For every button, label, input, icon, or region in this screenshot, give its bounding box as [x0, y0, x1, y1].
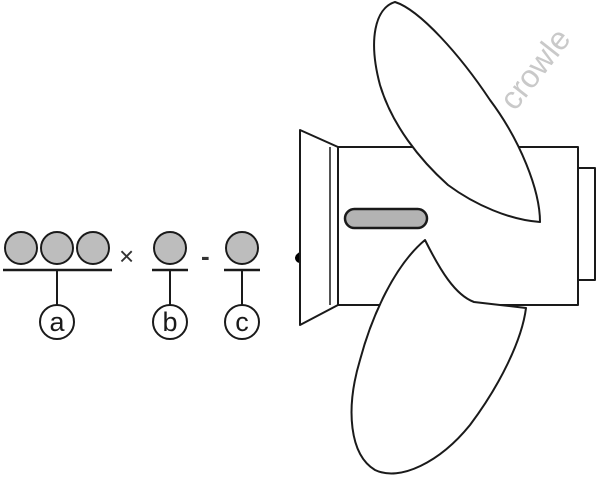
watermark-text: crowle — [492, 21, 577, 116]
callout-b: b — [152, 304, 188, 340]
callout-circle — [152, 304, 188, 340]
digit-circles-b — [152, 231, 188, 305]
digit-circle — [40, 231, 74, 265]
digit-circles-a — [3, 231, 112, 305]
separator-symbol: - — [201, 241, 210, 271]
code-legend: × - a b c — [3, 231, 260, 340]
propeller-front-cone — [299, 129, 339, 326]
callout-label-b: b — [162, 307, 177, 337]
digit-circle — [153, 231, 187, 265]
digit-circle — [4, 231, 38, 265]
code-slot — [343, 207, 429, 230]
callout-a: a — [39, 304, 75, 340]
callout-c: c — [224, 304, 260, 340]
propeller-blade-lower — [350, 239, 527, 475]
propeller-icon — [299, 1, 596, 475]
propeller-blade-upper — [373, 1, 541, 223]
callout-label-c: c — [235, 307, 249, 337]
callout-circle — [224, 304, 260, 340]
callout-label-a: a — [49, 307, 65, 337]
digit-circle — [225, 231, 259, 265]
callout-circle — [39, 304, 75, 340]
digit-circles-c — [224, 231, 260, 305]
multiply-symbol: × — [119, 241, 134, 271]
digit-circle — [76, 231, 110, 265]
